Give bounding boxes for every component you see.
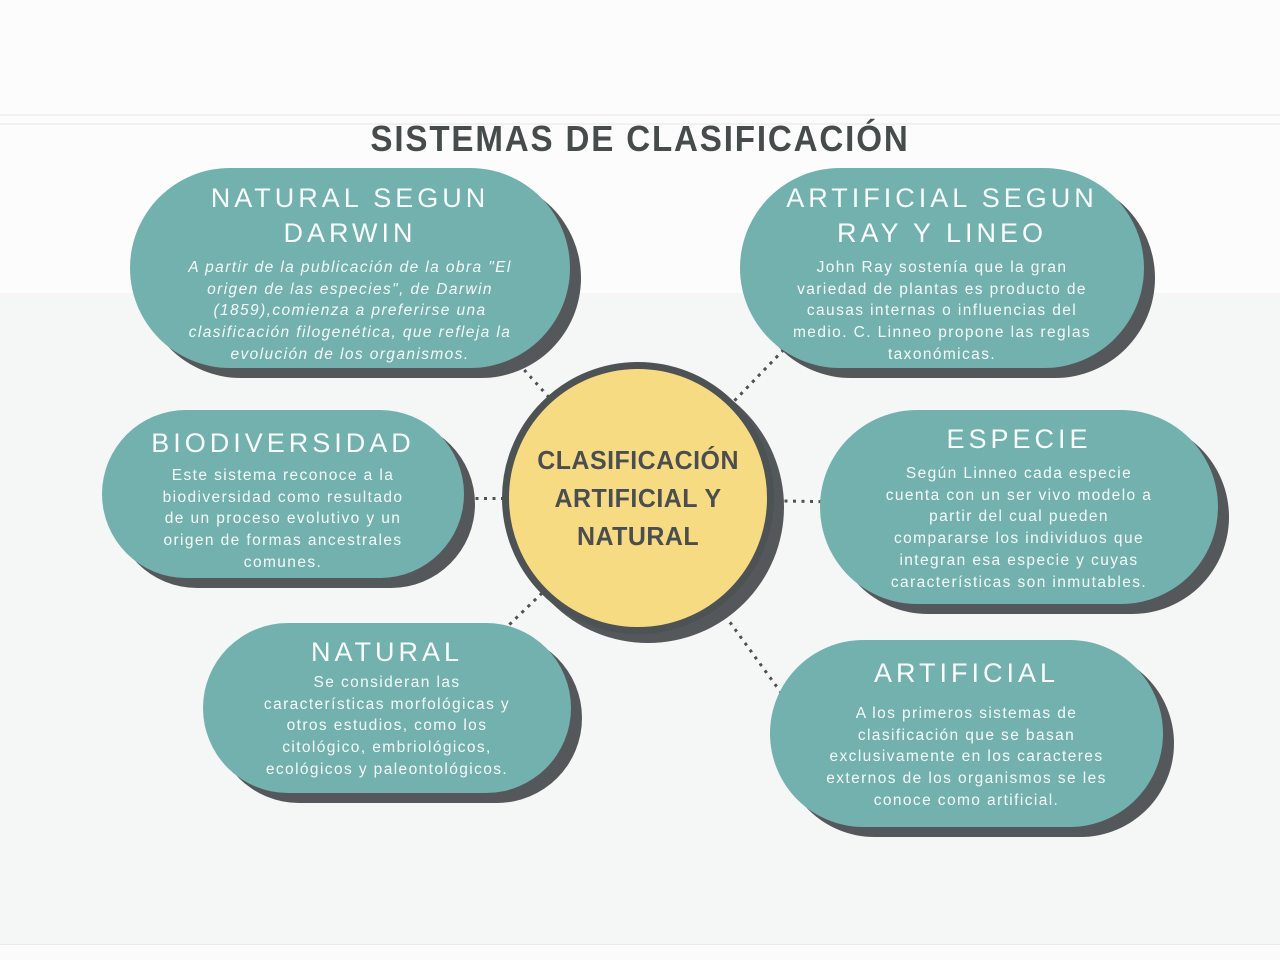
central-node-clasificacion-artificial-y-natural: CLASIFICACIÓN ARTIFICIAL Y NATURAL bbox=[502, 362, 774, 634]
node-natural-segun-darwin: NATURAL SEGUN DARWIN A partir de la publ… bbox=[130, 168, 570, 368]
node-artificial: ARTIFICIAL A los primeros sistemas de cl… bbox=[770, 640, 1163, 827]
node-body: Según Linneo cada especie cuenta con un … bbox=[885, 465, 1153, 591]
node-biodiversidad: BIODIVERSIDAD Este sistema reconoce a la… bbox=[102, 410, 464, 578]
background-hairline bbox=[0, 123, 1280, 125]
node-artificial-segun-ray-y-lineo: ARTIFICIAL SEGUN RAY Y LINEO John Ray so… bbox=[740, 168, 1144, 368]
node-heading: ESPECIE bbox=[946, 424, 1092, 454]
background-band-bottom bbox=[0, 945, 1280, 960]
central-node-label: CLASIFICACIÓN ARTIFICIAL Y NATURAL bbox=[537, 445, 739, 551]
node-natural: NATURAL Se consideran las característica… bbox=[203, 623, 571, 793]
node-heading: ARTIFICIAL bbox=[873, 658, 1060, 688]
node-heading: NATURAL bbox=[310, 637, 464, 667]
node-body: Se consideran las características morfol… bbox=[263, 674, 511, 778]
node-heading: NATURAL SEGUN DARWIN bbox=[210, 183, 490, 248]
node-body: A los primeros sistemas de clasificación… bbox=[826, 705, 1107, 809]
node-body: A partir de la publicación de la obra "E… bbox=[188, 259, 512, 363]
node-body: Este sistema reconoce a la biodiversidad… bbox=[162, 467, 404, 571]
node-body: John Ray sostenía que la gran variedad d… bbox=[792, 259, 1091, 363]
background-hairline bbox=[0, 114, 1280, 116]
node-especie: ESPECIE Según Linneo cada especie cuenta… bbox=[820, 410, 1218, 604]
background-hairline bbox=[0, 944, 1280, 945]
page-title: SISTEMAS DE CLASIFICACIÓN bbox=[370, 118, 910, 160]
node-heading: ARTIFICIAL SEGUN RAY Y LINEO bbox=[786, 183, 1098, 248]
node-heading: BIODIVERSIDAD bbox=[151, 428, 415, 458]
